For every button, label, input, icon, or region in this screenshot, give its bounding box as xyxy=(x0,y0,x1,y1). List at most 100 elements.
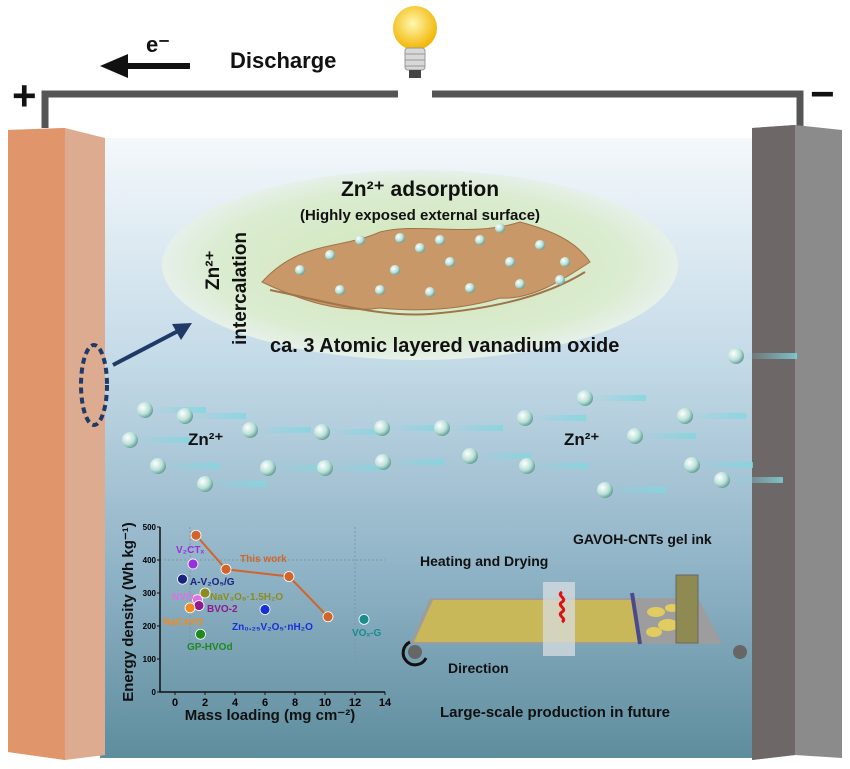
adsorbed-ion-icon xyxy=(390,265,400,275)
data-point xyxy=(190,529,202,541)
data-point xyxy=(199,587,211,599)
wire-right xyxy=(432,90,804,128)
ion-trail xyxy=(698,462,753,468)
zinc-ion-icon xyxy=(260,460,276,476)
data-point xyxy=(193,600,205,611)
data-point xyxy=(184,602,196,614)
negative-electrode xyxy=(752,125,842,760)
rotation-direction-icon xyxy=(401,640,428,667)
x-tick-label: 0 xyxy=(172,697,178,709)
electron-flow-arrow-icon xyxy=(100,54,190,78)
data-label: VOₓ-G xyxy=(352,628,381,639)
ion-trail xyxy=(151,407,206,413)
ion-trail xyxy=(191,413,246,419)
zinc-ion-icon xyxy=(714,472,730,488)
zinc-ion-icon xyxy=(677,408,693,424)
adsorbed-ion-icon xyxy=(295,265,305,275)
zinc-ion-icon xyxy=(577,390,593,406)
x-tick-label: 12 xyxy=(349,697,361,709)
data-label: Zn₀.₂₅V₂O₅·nH₂O xyxy=(232,622,313,633)
material-label: ca. 3 Atomic layered vanadium oxide xyxy=(270,335,619,357)
adsorbed-ion-icon xyxy=(465,283,475,293)
zinc-ion-icon xyxy=(177,408,193,424)
zinc-ion-icon xyxy=(314,424,330,440)
y-tick-label: 400 xyxy=(143,556,157,565)
positive-sign: + xyxy=(12,72,37,119)
y-tick-label: 0 xyxy=(152,688,157,697)
zinc-ion-icon xyxy=(627,428,643,444)
x-tick-label: 2 xyxy=(202,697,208,709)
data-label: BVO-2 xyxy=(207,604,238,615)
data-point xyxy=(283,571,295,582)
data-point xyxy=(220,563,232,575)
chart-xlabel: Mass loading (mg cm⁻²) xyxy=(185,707,355,724)
adsorbed-ion-icon xyxy=(355,235,365,245)
ion-trail xyxy=(388,425,443,431)
ion-label-left: Zn²⁺ xyxy=(188,430,223,449)
adsorption-subtitle: (Highly exposed external surface) xyxy=(300,207,540,224)
intercalation-label: intercalation xyxy=(230,232,251,345)
data-label: NVO xyxy=(172,592,194,603)
adsorbed-ion-icon xyxy=(560,257,570,267)
coating-machine xyxy=(408,574,747,659)
ion-trail xyxy=(742,353,797,359)
ion-trail xyxy=(274,465,329,471)
x-tick-label: 4 xyxy=(232,697,239,709)
zinc-ion-icon xyxy=(375,454,391,470)
adsorbed-ion-icon xyxy=(505,257,515,267)
intercalation-ion-label: Zn²⁺ xyxy=(203,250,224,290)
ion-trail xyxy=(136,437,191,443)
direction-label: Direction xyxy=(448,660,509,676)
data-label: NaCaVO xyxy=(163,617,203,628)
zinc-ion-icon xyxy=(597,482,613,498)
zinc-ion-icon xyxy=(317,460,333,476)
adsorbed-ion-icon xyxy=(535,240,545,250)
adsorbed-ion-icon xyxy=(375,285,385,295)
data-label: NaV₃O₈·1.5H₂O xyxy=(210,592,283,603)
data-point xyxy=(187,558,199,570)
ion-trail xyxy=(328,429,383,435)
data-point xyxy=(322,611,334,623)
adsorbed-ions xyxy=(295,223,570,297)
adsorbed-ion-icon xyxy=(495,223,505,233)
adsorbed-ion-icon xyxy=(335,285,345,295)
zinc-ion-icon xyxy=(197,476,213,492)
ion-label-right: Zn²⁺ xyxy=(564,430,599,449)
data-point xyxy=(195,628,206,640)
adsorbed-ion-icon xyxy=(515,279,525,289)
ion-trail xyxy=(533,463,588,469)
x-tick-label: 14 xyxy=(379,697,392,709)
ink-label: GAVOH-CNTs gel ink xyxy=(573,531,712,547)
data-point xyxy=(259,604,271,615)
zinc-ion-icon xyxy=(374,420,390,436)
data-label: V₂CTₓ xyxy=(176,545,204,556)
x-tick-label: 8 xyxy=(292,697,298,709)
x-tick-label: 6 xyxy=(262,697,268,709)
series-line xyxy=(195,534,329,618)
adsorbed-ion-icon xyxy=(395,233,405,243)
heater-coil-icon xyxy=(558,590,566,624)
zinc-ion-icon xyxy=(242,422,258,438)
adsorption-title: Zn²⁺ adsorption xyxy=(341,178,499,201)
zoom-arrow-icon xyxy=(112,323,192,367)
y-tick-label: 100 xyxy=(143,655,157,664)
adsorbed-ion-icon xyxy=(555,275,565,285)
zinc-ion-icon xyxy=(434,420,450,436)
data-label: A-V₂O₅/G xyxy=(190,577,235,588)
zinc-ion-icon xyxy=(517,410,533,426)
y-tick-label: 300 xyxy=(143,589,157,598)
zinc-ion-icon xyxy=(150,458,166,474)
adsorbed-ion-icon xyxy=(415,243,425,253)
adsorbed-ion-icon xyxy=(435,235,445,245)
adsorbed-ion-icon xyxy=(445,257,455,267)
adsorbed-ion-icon xyxy=(475,235,485,245)
electron-label: e⁻ xyxy=(146,32,170,57)
ion-trail xyxy=(331,465,386,471)
heating-label: Heating and Drying xyxy=(420,553,548,569)
zoom-region-marker xyxy=(79,343,109,427)
ion-trail xyxy=(256,427,311,433)
ion-trail xyxy=(476,453,531,459)
